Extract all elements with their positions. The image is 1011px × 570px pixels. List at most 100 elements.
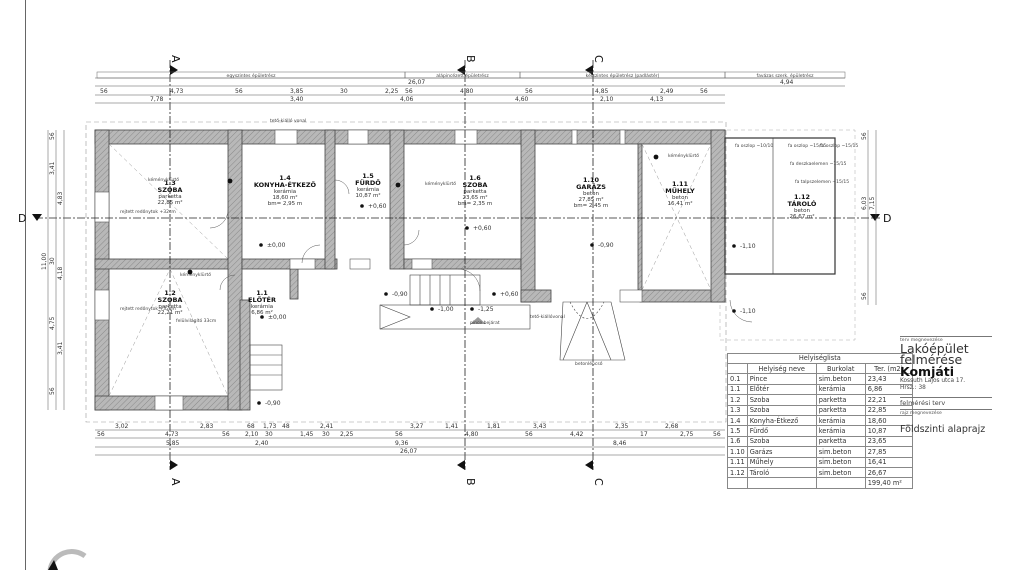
walls (94, 129, 726, 411)
annotation: pince bejárat (470, 319, 500, 326)
dimension-bottom-3: 2,40 (255, 440, 269, 447)
dimension-right: 56 (861, 292, 868, 300)
room-id: 0.1 (727, 373, 748, 385)
dimension-bottom-3: 9,36 (395, 440, 409, 447)
windows (94, 129, 643, 411)
section-band-label: favázas szerk. épületrész (757, 72, 815, 79)
chimney-icon (653, 154, 659, 160)
room-number: 1.2 (164, 289, 176, 297)
room-floor: sim.beton (815, 373, 866, 385)
dimension-bottom-1: 2,35 (615, 423, 629, 430)
room-area: 18,60 m² (272, 194, 297, 201)
dimension-top-2: 4,06 (400, 96, 414, 103)
dimension-top-1: 3,85 (290, 88, 304, 95)
level-value: ±0,00 (268, 314, 287, 321)
dimension-left: 4,83 (57, 191, 64, 205)
room-floor: parketta (158, 194, 181, 200)
drawing-name: Földszinti alaprajz (900, 424, 986, 435)
level-marker-icon (360, 204, 364, 208)
dimension-bottom-2: 4,73 (165, 431, 179, 438)
dimension-bottom-1: 68 (247, 423, 255, 430)
dimension-bottom-2: 4,42 (570, 431, 584, 438)
room-name: GARÁZS (576, 182, 606, 191)
chimney-icon (395, 182, 401, 188)
room-name: TÁROLÓ (788, 199, 817, 208)
dimension-bottom-2: 2,10 (245, 431, 259, 438)
dimension-top-1: 2,25 (385, 88, 399, 95)
dimension-left: 30 (49, 257, 56, 265)
dimension-bottom-2: 56 (713, 431, 721, 438)
section-markers (32, 65, 880, 470)
dimension-bottom-1: 1,81 (487, 423, 501, 430)
room-name: Tároló (746, 466, 817, 479)
room-table-total-row: 199,40 m² (727, 477, 913, 489)
level-value: +0,60 (473, 225, 492, 232)
level-marker-icon (465, 226, 469, 230)
col-header-id (727, 362, 748, 375)
dimension-top-1: 30 (340, 88, 348, 95)
address-line-1: Kossuth Lajos utca 17. (900, 378, 966, 384)
room-id: 1.6 (727, 435, 748, 448)
level-marker-icon (259, 243, 263, 247)
plan-type: felmérési terv (900, 399, 946, 407)
annotation: fa oszlop ~15/15 (788, 143, 826, 149)
room-table-caption: Helyiséglista (727, 353, 913, 363)
level-value: -1,10 (740, 243, 756, 250)
svg-text:C: C (592, 478, 605, 486)
room-name: Fürdő (746, 425, 817, 437)
dimension-left: 4,75 (49, 316, 56, 330)
dimension-bottom-1: 2,83 (200, 423, 214, 430)
dimension-right: 56 (861, 132, 868, 140)
room-name: Szoba (746, 435, 817, 448)
room-name: Szoba (746, 404, 817, 416)
room-area: 23,65 m² (462, 194, 487, 201)
title-line-1: Lakóépület (900, 341, 969, 356)
dimension-left: 3,41 (49, 161, 56, 175)
room-floor: kerámia (251, 303, 273, 310)
room-id: 1.10 (727, 446, 748, 458)
level-value: -1,10 (740, 308, 756, 315)
room-floor: beton (583, 191, 599, 197)
svg-text:B: B (464, 478, 477, 486)
divider (900, 397, 992, 398)
svg-text:A: A (169, 478, 182, 486)
dimension-left: 56 (49, 132, 56, 140)
dimension-bottom-1: 3,43 (533, 423, 547, 430)
room-name: Szoba (746, 394, 817, 406)
annotation: felülvilágító 33cm (176, 317, 216, 324)
room-floor: sim.beton (815, 456, 866, 468)
dimension-bottom-2: 30 (322, 431, 330, 438)
room-floor: kerámia (357, 186, 379, 193)
room-id: 1.11 (727, 456, 748, 468)
room-area: 26,67 (864, 466, 913, 479)
dimension-top-1: 56 (700, 88, 708, 95)
level-marker-icon (732, 309, 736, 313)
dimension-bottom-1: 3,27 (410, 423, 424, 430)
dimension-right: 6,03 (861, 196, 868, 210)
dimension-bottom-2: 56 (97, 431, 105, 438)
level-value: -1,00 (438, 306, 454, 313)
total-width-bottom: 26,07 (400, 448, 417, 455)
room-id: 1.3 (727, 404, 748, 416)
level-value: -1,25 (478, 306, 494, 313)
annotation: fa oszlop ~10/10 (735, 143, 773, 149)
level-value: ±0,00 (267, 242, 286, 249)
room-floor: parketta (815, 394, 866, 406)
dimension-bottom-2: 1,45 (300, 431, 314, 438)
room-number: 1.5 (362, 172, 374, 180)
room-name: Konyha-Étkező (746, 414, 817, 427)
room-area: 6,86 m² (251, 309, 273, 316)
sheet-border-line (25, 0, 26, 570)
section-band-label: egyszintes épületrész (227, 72, 277, 79)
svg-text:B: B (464, 55, 477, 63)
section-band (724, 71, 846, 79)
dimension-top-2: 7,78 (150, 96, 164, 103)
room-floor: kerámia (815, 414, 866, 427)
level-value: -0,90 (265, 400, 281, 407)
room-number: 1.6 (469, 174, 481, 182)
dimension-bottom-2: 56 (395, 431, 403, 438)
dimension-bottom-1: 3,02 (115, 423, 129, 430)
